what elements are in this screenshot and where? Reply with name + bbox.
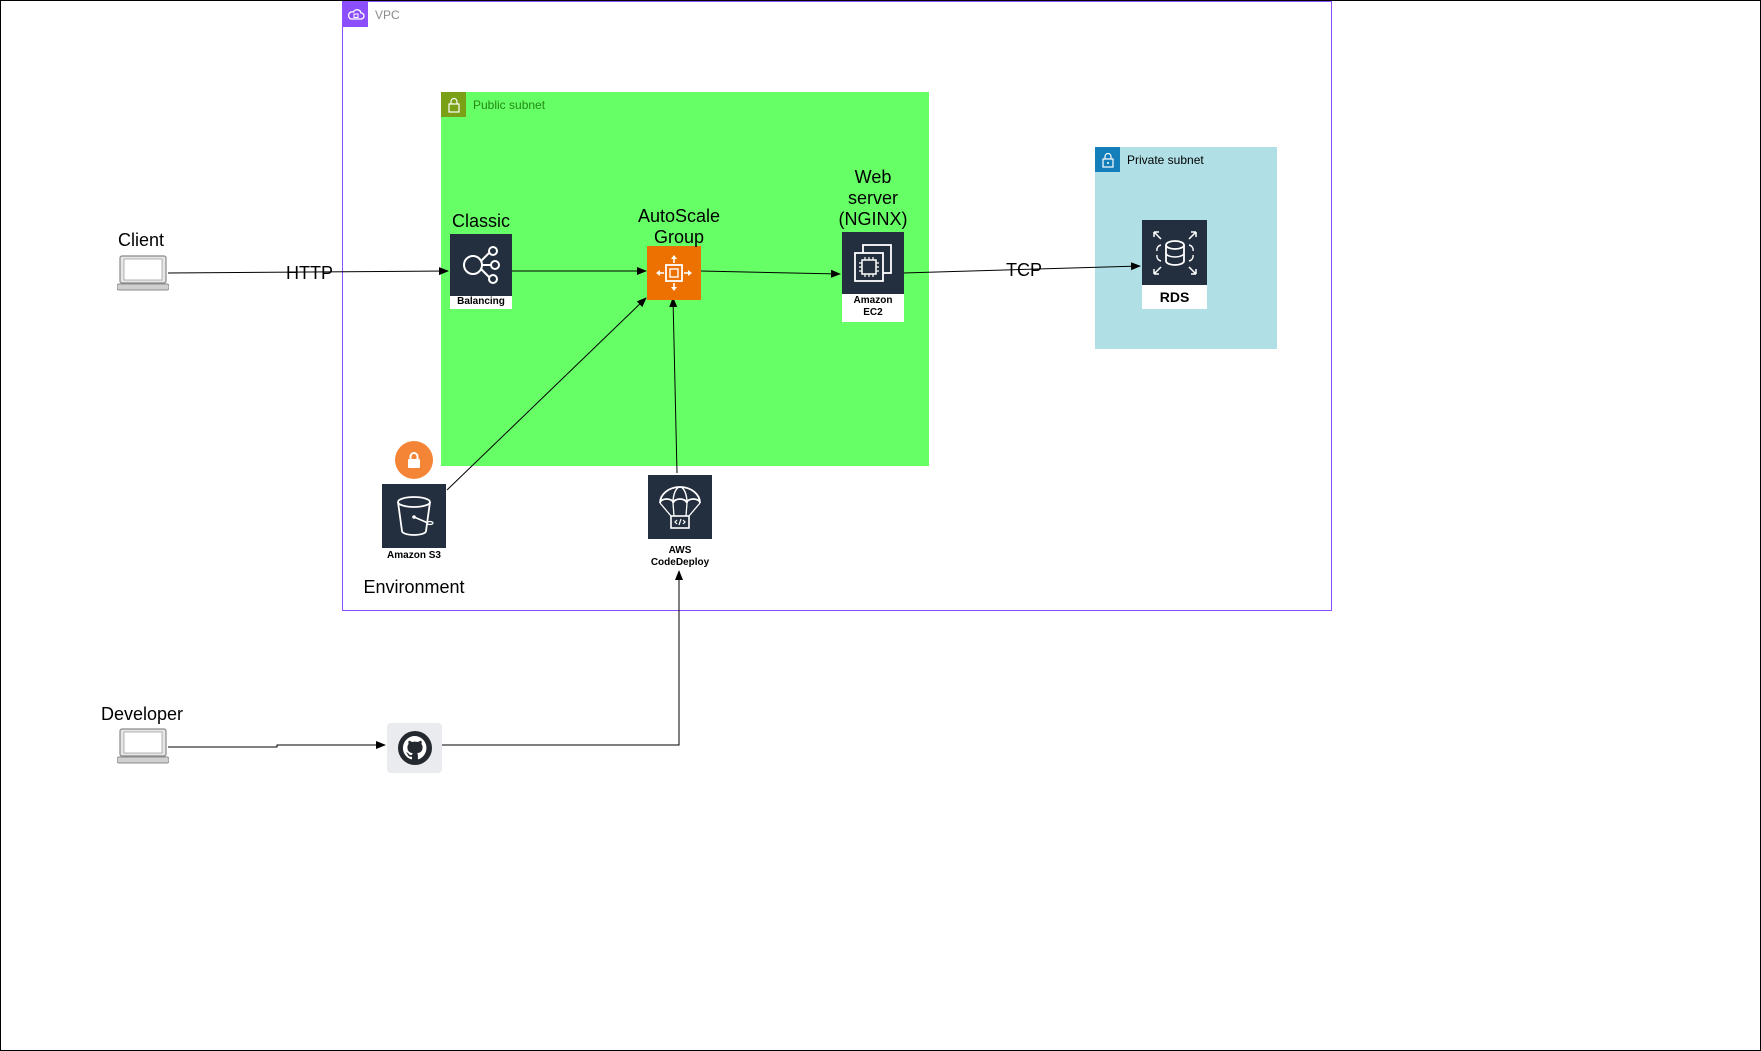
s3-caption: Amazon S3: [387, 550, 441, 561]
ec2-label-line1: Web: [854, 167, 892, 187]
rds-database-icon[interactable]: [1142, 220, 1207, 285]
elb-label: Classic: [451, 211, 510, 231]
codedeploy-caption: AWS CodeDeploy: [631, 545, 729, 571]
edge-label-http: HTTP: [286, 263, 333, 283]
codedeploy-parachute-icon[interactable]: [648, 475, 712, 539]
private-subnet-title: Private subnet: [1127, 153, 1204, 167]
asg-label-line1: AutoScale: [637, 206, 721, 226]
ec2-caption: Amazon EC2: [842, 294, 904, 322]
developer-label: Developer: [100, 704, 184, 724]
github-icon[interactable]: [387, 723, 442, 773]
codedeploy-caption-line2: CodeDeploy: [650, 557, 710, 568]
ec2-caption-line1: Amazon: [853, 295, 893, 306]
asg-label-line2: Group: [653, 227, 705, 247]
edge-developer-github: [168, 741, 386, 749]
ec2-label-line3: (NGINX): [838, 209, 908, 229]
vpc-cloud-icon: [343, 2, 368, 27]
ec2-label: Web server (NGINX): [823, 167, 923, 230]
rds-caption: RDS: [1142, 285, 1207, 309]
client-laptop-icon: [116, 255, 170, 293]
subnet-lock-icon: [441, 92, 466, 117]
subnet-lock-icon: [1095, 147, 1120, 172]
lock-icon: [395, 441, 433, 479]
s3-bucket-icon[interactable]: [382, 484, 446, 548]
vpc-group: VPC: [342, 1, 1332, 611]
developer-laptop-icon: [116, 728, 170, 766]
edge-label-tcp: TCP: [1006, 260, 1042, 280]
ec2-label-line2: server: [847, 188, 898, 208]
vpc-title: VPC: [375, 8, 400, 22]
codedeploy-caption-line1: AWS: [668, 545, 692, 556]
ec2-instance-icon[interactable]: [842, 232, 904, 294]
asg-label: AutoScale Group: [616, 206, 742, 248]
environment-label: Environment: [363, 577, 465, 597]
autoscaling-icon[interactable]: [647, 246, 701, 300]
ec2-caption-line2: EC2: [863, 307, 883, 318]
client-label: Client: [117, 230, 165, 250]
public-subnet-title: Public subnet: [473, 98, 546, 112]
load-balancer-icon[interactable]: [450, 234, 512, 296]
elb-caption: Balancing: [450, 296, 512, 309]
